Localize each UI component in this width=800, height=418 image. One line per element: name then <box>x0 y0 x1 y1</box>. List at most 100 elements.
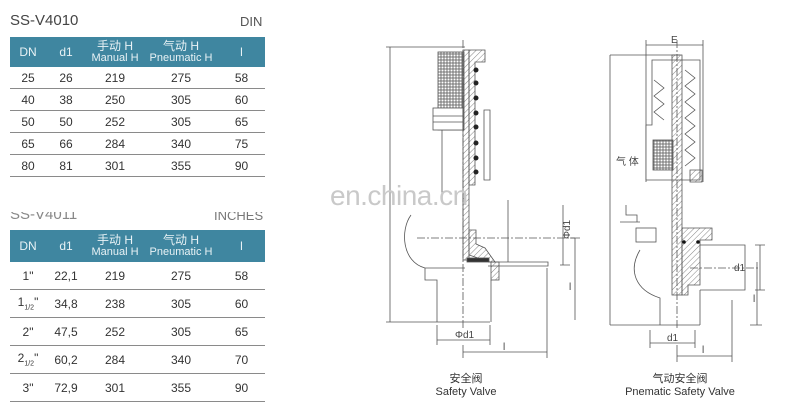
dn-suffix: " <box>34 351 39 366</box>
table-cell-pneu: 340 <box>144 345 218 374</box>
dim-d1-bottom: d1 <box>667 333 679 344</box>
dim-l-vertical: l <box>753 294 755 305</box>
col-d1: d1 <box>46 37 86 67</box>
table-cell: 38 <box>46 88 86 111</box>
dim-l-vertical: l <box>569 282 571 293</box>
col-manual-en: Manual H <box>91 246 139 258</box>
col-dn: DN <box>10 230 46 262</box>
dim-e: E <box>671 35 678 46</box>
table-cell: 340 <box>144 132 218 155</box>
table-cell-pneu: 305 <box>144 317 218 346</box>
table-cell-dn: 2" <box>10 317 46 346</box>
table-cell-l: 90 <box>218 373 265 402</box>
dn-fraction: 1/2 <box>24 304 35 312</box>
table-cell: 58 <box>218 67 265 89</box>
dn-suffix: " <box>34 295 39 310</box>
table-cell-d1: 47,5 <box>46 317 86 346</box>
table-cell: 60 <box>218 88 265 111</box>
caption-en: Pnematic Safety Valve <box>625 386 735 398</box>
table-cell-d1: 60,2 <box>46 345 86 374</box>
caption-en: Safety Valve <box>435 386 497 398</box>
dim-d1-side: d1 <box>734 263 746 274</box>
table-cell: 50 <box>10 110 46 133</box>
table-cell: 80 <box>10 154 46 177</box>
table-cell-pneu: 305 <box>144 289 218 318</box>
dn-value: 2 <box>17 351 25 366</box>
table-cell-pneu: 275 <box>144 262 218 290</box>
table-cell: 284 <box>86 132 144 155</box>
table-cell-manual: 238 <box>86 289 144 318</box>
table-cell-d1: 72,9 <box>46 373 86 402</box>
col-pneu-cn: 气动 H <box>162 39 199 53</box>
col-manual-en: Manual H <box>91 52 139 64</box>
col-pneu-cn: 气动 H <box>162 233 199 247</box>
dn-value: 2" <box>22 324 34 339</box>
table-cell: 40 <box>10 88 46 111</box>
table-cell-l: 70 <box>218 345 265 374</box>
din-table-title: SS-V4010 <box>10 12 79 29</box>
dn-value: 1 <box>17 295 25 310</box>
caption-cn: 安全阀 <box>449 373 483 385</box>
table-cell: 26 <box>46 67 86 89</box>
table-cell-l: 58 <box>218 262 265 290</box>
dn-fraction: 1/2 <box>24 360 35 368</box>
col-manual-cn: 手动 H <box>96 39 133 53</box>
col-manual-cn: 手动 H <box>96 233 133 247</box>
table-cell: 275 <box>144 67 218 89</box>
din-unit-label: DIN <box>240 14 263 29</box>
table-cell: 50 <box>46 110 86 133</box>
table-cell-dn: 11/2" <box>10 289 46 318</box>
table-cell-l: 60 <box>218 289 265 318</box>
table-cell-manual: 301 <box>86 373 144 402</box>
table-cell-manual: 252 <box>86 317 144 346</box>
dim-l-bottom: l <box>503 342 505 353</box>
table-cell-dn: 1" <box>10 262 46 290</box>
table-cell: 305 <box>144 110 218 133</box>
pneumatic-valve-drawing: E 气 体 d1 l d1 l <box>609 35 765 362</box>
watermark: en.china.cn <box>330 180 468 211</box>
col-dn: DN <box>10 37 46 67</box>
table-cell: 25 <box>10 67 46 89</box>
table-cell-d1: 22,1 <box>46 262 86 290</box>
pneumatic-valve-caption: 气动安全阀 Pnematic Safety Valve <box>605 370 755 398</box>
table-cell: 301 <box>86 154 144 177</box>
table-cell: 81 <box>46 154 86 177</box>
col-pneu-en: Pneumatic H <box>149 246 213 258</box>
col-d1: d1 <box>46 230 86 262</box>
safety-valve-drawing: Φd1 l Φd1 l <box>386 40 580 358</box>
col-l: l <box>218 37 265 67</box>
table-cell: 219 <box>86 67 144 89</box>
table-cell-pneu: 355 <box>144 373 218 402</box>
col-pneu-en: Pneumatic H <box>149 52 213 64</box>
table-cell: 66 <box>46 132 86 155</box>
dn-value: 1" <box>22 268 34 283</box>
table-cell-manual: 219 <box>86 262 144 290</box>
dn-value: 3" <box>22 380 34 395</box>
safety-valve-caption: 安全阀 Safety Valve <box>391 370 541 398</box>
table-cell: 250 <box>86 88 144 111</box>
inches-unit-label: INCHES <box>214 208 264 223</box>
table-cell-manual: 284 <box>86 345 144 374</box>
inches-table-title: SS-V4011 <box>10 206 78 223</box>
table-cell: 75 <box>218 132 265 155</box>
table-cell: 305 <box>144 88 218 111</box>
col-l: l <box>218 230 265 262</box>
gas-inlet-label: 气 体 <box>616 155 639 168</box>
